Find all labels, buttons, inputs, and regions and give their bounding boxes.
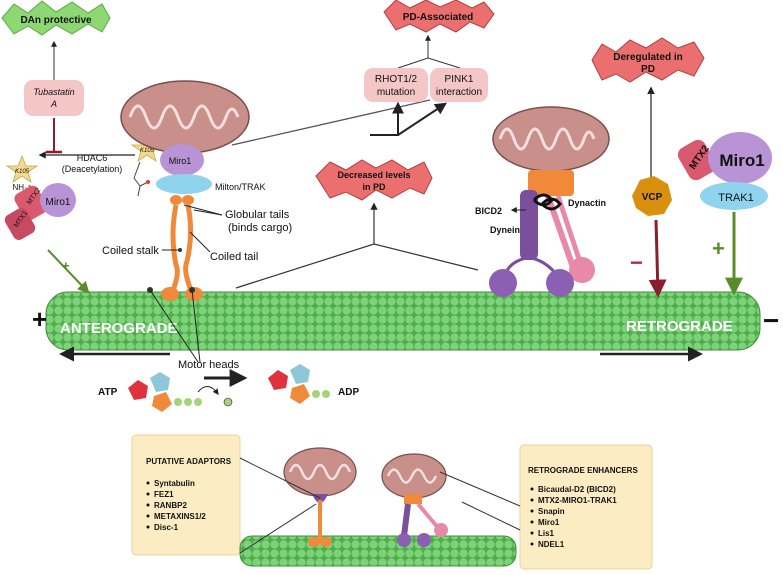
dynactin-complex — [528, 170, 595, 283]
rhot-mutation-box — [364, 68, 428, 102]
retrograde-enhancer-item: Lis1 — [538, 529, 555, 538]
bicd2-label: BICD2 — [475, 206, 502, 216]
atp-label: ATP — [98, 387, 118, 398]
putative-adaptor-item: FEZ1 — [154, 490, 174, 499]
pd-associated-label: PD-Associated — [403, 12, 474, 23]
k105-star-left — [5, 154, 39, 183]
retrograde-enhancers-title: RETROGRADE ENHANCERS — [528, 466, 638, 475]
decreased-levels-burst — [315, 159, 433, 201]
vcp-minus: − — [630, 250, 643, 275]
dynactin-label: Dynactin — [568, 198, 606, 208]
retrograde-enhancer-item: NDEL1 — [538, 540, 565, 549]
mitochondrion-right — [492, 106, 610, 172]
deacetylation-label: (Deacetylation) — [62, 164, 123, 174]
miro1-label-right: Miro1 — [719, 151, 764, 170]
milton-left — [156, 174, 212, 194]
pd-associated-burst — [383, 0, 495, 33]
coiled-stalk-label: Coiled stalk — [102, 245, 159, 257]
retrograde-enhancer-item: Snapin — [538, 507, 565, 516]
putative-adaptors-list: Syntabulin FEZ1 RANBP2 METAXINS1/2 Disc-… — [146, 479, 206, 532]
dan-protective-label: DAn protective — [20, 15, 92, 26]
putative-adaptor-item: METAXINS1/2 — [154, 512, 206, 521]
vcp-blob — [632, 176, 672, 216]
right-green-plus: + — [712, 236, 725, 261]
k105-label-right: K105 — [140, 148, 155, 154]
vcp-label: VCP — [642, 192, 663, 203]
left-green-arrow — [47, 249, 90, 294]
miro1-left — [160, 144, 204, 176]
retrograde-enhancers-list: Bicaudal-D2 (BICD2) MTX2-MIRO1-TRAK1 Sna… — [530, 485, 617, 549]
putative-adaptor-item: Disc-1 — [154, 523, 179, 532]
acetyl-group-icon — [133, 161, 149, 197]
atp-molecule — [128, 372, 202, 412]
mini-dynein-complex — [381, 453, 448, 547]
left-green-plus: + — [62, 258, 70, 273]
minus-end-label: − — [763, 305, 779, 336]
putative-adaptor-item: Syntabulin — [154, 479, 195, 488]
motor-heads-label: Motor heads — [178, 359, 240, 371]
plus-end-label: + — [32, 304, 47, 334]
miro1-left-label: Miro1 — [169, 156, 192, 166]
putative-adaptor-item: RANBP2 — [154, 501, 187, 510]
tubastatin-box — [24, 80, 84, 116]
decreased-levels-label-2: in PD — [362, 182, 386, 192]
anterograde-label: ANTEROGRADE — [60, 320, 178, 337]
microtubule — [45, 291, 761, 351]
mini-microtubule — [239, 535, 517, 567]
putative-adaptors-box — [131, 434, 241, 556]
bicd2-coil — [532, 193, 562, 211]
mtx-complex-left — [4, 183, 76, 240]
retrograde-enhancer-item: Bicaudal-D2 (BICD2) — [538, 485, 616, 494]
pink1-label: PINK1 — [445, 74, 474, 85]
retrograde-enhancer-item: Miro1 — [538, 518, 560, 527]
retrograde-label: RETROGRADE — [626, 318, 733, 335]
adp-molecule — [268, 364, 330, 404]
deregulated-label-2: PD — [641, 64, 655, 75]
retrograde-enhancers-box — [519, 444, 653, 570]
putative-adaptors-title: PUTATIVE ADAPTORS — [146, 457, 232, 466]
rhot-mutation-label-2: mutation — [377, 87, 415, 98]
trak1-label: TRAK1 — [718, 192, 753, 204]
coiled-tail-label: Coiled tail — [210, 251, 258, 263]
hdac6-label: HDAC6 — [77, 153, 108, 163]
mtx-complex-right — [677, 132, 772, 210]
dynein-motor — [489, 190, 574, 297]
globular-tails-label-2: (binds cargo) — [228, 222, 292, 234]
dan-protective-burst — [1, 0, 111, 36]
retrograde-enhancer-item: MTX2-MIRO1-TRAK1 — [538, 496, 617, 505]
deregulated-burst — [591, 37, 705, 83]
tubastatin-label-2: A — [50, 99, 57, 109]
vcp-red-arrow — [648, 219, 667, 298]
mitochondrion-left — [120, 80, 250, 154]
adp-label: ADP — [338, 387, 359, 398]
deregulated-label: Deregulated in — [613, 52, 682, 63]
milton-trak-label: Milton/TRAK — [215, 182, 266, 192]
mini-kinesin-complex — [283, 447, 357, 547]
pink1-label-2: interaction — [436, 87, 482, 98]
decreased-levels-label: Decreased levels — [337, 170, 410, 180]
nh3-label: NH₃⁺ — [12, 183, 31, 192]
k105-label-left: K105 — [15, 169, 30, 175]
miro1-label-left-cluster: Miro1 — [45, 197, 70, 208]
dynein-label: Dynein — [490, 225, 520, 235]
globular-tails-label: Globular tails — [225, 209, 290, 221]
pink1-box — [430, 68, 488, 102]
tubastatin-label: Tubastatin — [33, 87, 74, 97]
rhot-mutation-label: RHOT1/2 — [375, 74, 418, 85]
